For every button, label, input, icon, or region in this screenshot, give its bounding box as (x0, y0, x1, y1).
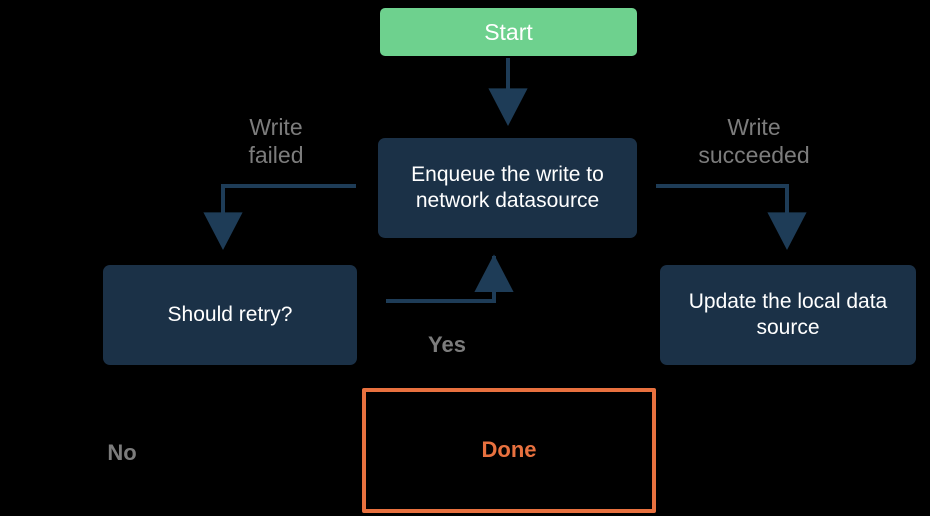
node-update-local-data-source-label: Update the local data source (688, 290, 888, 339)
edge-should-retry-to-enqueue (386, 254, 514, 303)
node-start-label: Start (484, 18, 533, 45)
node-done[interactable]: Done (362, 388, 656, 513)
node-done-label: Done (481, 437, 537, 463)
node-should-retry[interactable]: Should retry? (103, 265, 357, 365)
edge-enqueue-to-update-local (656, 184, 807, 251)
edge-label-write-failed: Write failed (248, 114, 304, 168)
node-enqueue[interactable]: Enqueue the write to network datasource (378, 138, 637, 238)
edge-label-yes: Yes (428, 332, 466, 357)
node-start[interactable]: Start (380, 8, 637, 56)
node-enqueue-label: Enqueue the write to network datasource (411, 163, 604, 212)
node-update-local-data-source[interactable]: Update the local data source (660, 265, 916, 365)
node-should-retry-label: Should retry? (167, 303, 293, 327)
edge-label-no: No (107, 440, 137, 465)
edge-enqueue-to-should-retry (203, 184, 356, 251)
edge-label-write-succeeded: Write succeeded (698, 114, 810, 168)
